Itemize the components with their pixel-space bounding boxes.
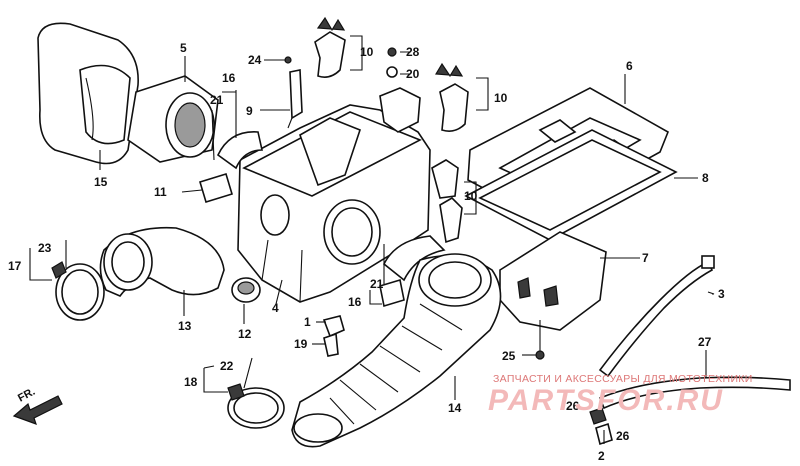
callout-14: 14: [448, 401, 462, 415]
callout-7: 7: [642, 251, 649, 265]
callout-12: 12: [238, 327, 252, 341]
callout-10-side: 10: [464, 189, 478, 203]
part-clip-side: [431, 159, 463, 244]
part-clamp-left: [51, 240, 105, 321]
front-arrow-icon: [12, 395, 63, 425]
callout-labels: 5 15 16 21 24 9 10 28 20 10 6 8 10 11 23…: [8, 41, 725, 463]
callout-10-top: 10: [360, 45, 374, 59]
part-air-box: [237, 104, 431, 303]
callout-11: 11: [154, 185, 167, 199]
callout-26-right: 26: [616, 429, 630, 443]
callout-1: 1: [304, 315, 311, 329]
callout-21-lower: 21: [370, 277, 384, 291]
callout-21-upper: 21: [210, 93, 224, 107]
part-clip-top: [314, 16, 346, 78]
part-intake-duct: [291, 253, 502, 448]
part-seal: [464, 129, 678, 241]
callout-16-upper: 16: [222, 71, 236, 85]
callout-26-left: 26: [566, 399, 580, 413]
part-clip-right: [434, 62, 469, 132]
callout-6: 6: [626, 59, 633, 73]
part-band-lower: [379, 235, 446, 308]
part-curved-tube: [99, 226, 225, 297]
part-bracket: [287, 69, 303, 129]
part-guard-plate: [499, 231, 607, 360]
callout-15: 15: [94, 175, 108, 189]
callout-16-lower: 16: [348, 295, 362, 309]
part-drain-plug: [322, 315, 345, 357]
part-drain-tube: [598, 255, 715, 378]
callout-27: 27: [698, 335, 712, 349]
part-grommet: [231, 277, 261, 303]
callout-4: 4: [272, 301, 279, 315]
callout-13: 13: [178, 319, 192, 333]
part-filter-cover: [37, 22, 139, 165]
callout-23: 23: [38, 241, 52, 255]
part-clamp-lower: [227, 357, 285, 429]
callout-22: 22: [220, 359, 234, 373]
callout-10-right: 10: [494, 91, 508, 105]
callout-9: 9: [246, 104, 253, 118]
callout-25: 25: [502, 349, 516, 363]
watermark-logo: PARTSFOR.RU: [488, 384, 724, 417]
callout-20: 20: [406, 67, 420, 81]
callout-18: 18: [184, 375, 198, 389]
callout-8: 8: [702, 171, 709, 185]
callout-17: 17: [8, 259, 22, 273]
watermark-caption: ЗАПЧАСТИ И АКСЕССУАРЫ ДЛЯ МОТОТЕХНИКИ: [493, 373, 753, 385]
part-filter-element: [127, 75, 219, 163]
callout-24: 24: [248, 53, 262, 67]
callout-28: 28: [406, 45, 420, 59]
callout-2: 2: [598, 449, 605, 463]
callout-19: 19: [294, 337, 308, 351]
callout-3: 3: [718, 287, 725, 301]
part-mount-plate: [379, 47, 421, 133]
leader-lines: [29, 35, 715, 444]
callout-5: 5: [180, 41, 187, 55]
part-band-upper: [199, 109, 263, 204]
